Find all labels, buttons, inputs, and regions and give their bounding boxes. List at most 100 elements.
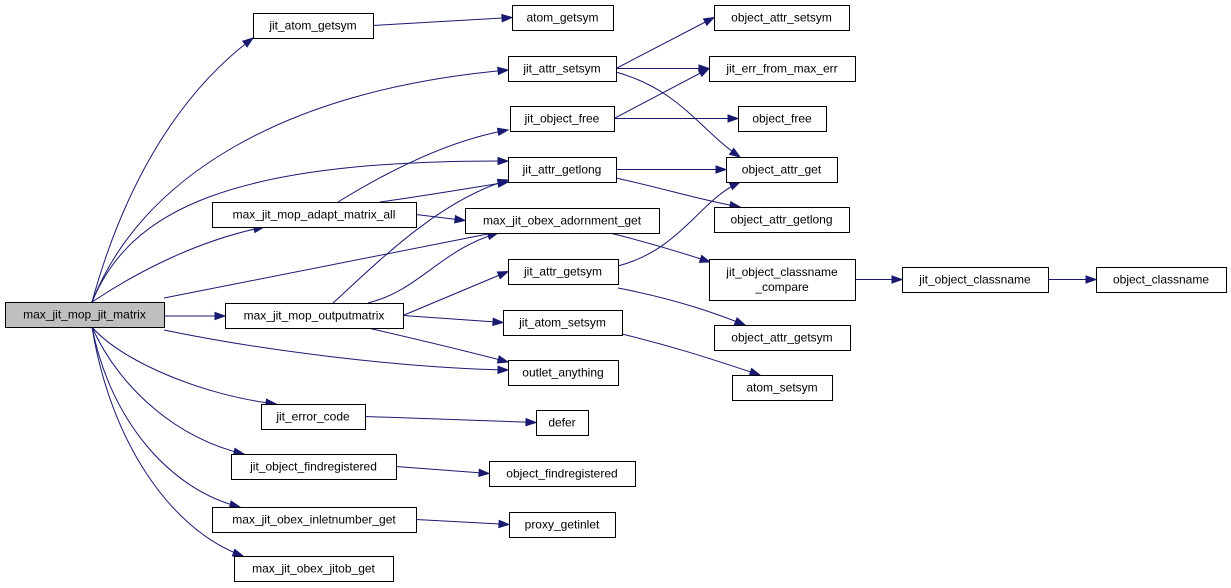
node-box[interactable] [231, 454, 397, 480]
node-box[interactable] [512, 5, 614, 31]
arrowhead-icon [496, 270, 510, 280]
node-box[interactable] [1096, 267, 1227, 293]
edge-jit_object_classname-to-object_classname [1048, 275, 1098, 284]
edge-line [91, 326, 241, 508]
node-box[interactable] [510, 106, 615, 132]
arrowhead-icon [498, 519, 511, 529]
arrowhead-icon [497, 156, 510, 166]
node-max_jit_obex_adornment_get[interactable]: max_jit_obex_adornment_get [465, 208, 660, 234]
node-jit_attr_getlong[interactable]: jit_attr_getlong [508, 157, 617, 183]
arrowhead-icon [728, 181, 742, 191]
node-label: jit_err_from_max_err [725, 62, 837, 76]
edge-line [402, 315, 504, 323]
arrowhead-icon [715, 165, 728, 174]
node-outlet_anything[interactable]: outlet_anything [508, 360, 619, 386]
node-defer[interactable]: defer [536, 410, 589, 436]
edge-max_jit_obex_inletnumber_get-to-proxy_getinlet [415, 519, 511, 529]
edge-max_jit_mop_adapt_matrix_all-to-jit_object_free [337, 127, 510, 203]
node-box[interactable] [503, 310, 623, 336]
arrowhead-icon [698, 254, 712, 263]
arrowhead-icon [478, 468, 491, 477]
node-box[interactable] [714, 325, 851, 351]
node-jit_object_findregistered[interactable]: jit_object_findregistered [231, 454, 397, 480]
node-atom_setsym[interactable]: atom_setsym [732, 375, 833, 401]
node-jit_atom_setsym[interactable]: jit_atom_setsym [503, 310, 623, 336]
node-box[interactable] [902, 267, 1049, 293]
arrowhead-icon [728, 147, 742, 158]
edge-jit_attr_getlong-to-object_attr_get [616, 165, 728, 174]
node-object_attr_getsym[interactable]: object_attr_getsym [714, 325, 851, 351]
arrowhead-icon [697, 67, 711, 78]
node-box[interactable] [709, 56, 856, 82]
node-jit_object_classname[interactable]: jit_object_classname [902, 267, 1049, 293]
edge-max_jit_mop_outputmatrix-to-jit_atom_setsym [402, 315, 505, 327]
node-object_classname[interactable]: object_classname [1096, 267, 1227, 293]
node-jit_attr_getsym[interactable]: jit_attr_getsym [508, 259, 619, 285]
arrowhead-icon [492, 317, 505, 327]
edge-line [617, 332, 761, 376]
arrowhead-icon [496, 127, 510, 136]
node-box[interactable] [732, 375, 833, 401]
node-box[interactable] [536, 410, 589, 436]
edge-jit_error_code-to-defer [364, 416, 538, 427]
node-label: jit_object_classname [918, 273, 1031, 287]
edge-line [91, 37, 254, 303]
edge-line [615, 177, 741, 208]
node-box[interactable] [261, 404, 366, 430]
node-box[interactable] [508, 56, 617, 82]
node-box[interactable] [508, 360, 619, 386]
node-label: jit_atom_setsym [518, 316, 606, 330]
node-box[interactable] [714, 207, 850, 233]
node-box[interactable] [234, 556, 394, 582]
node-object_attr_setsym[interactable]: object_attr_setsym [714, 5, 850, 31]
arrowhead-icon [241, 37, 255, 48]
node-jit_error_code[interactable]: jit_error_code [261, 404, 366, 430]
node-box[interactable] [508, 259, 619, 285]
node-max_jit_obex_jitob_get[interactable]: max_jit_obex_jitob_get [234, 556, 394, 582]
node-box[interactable] [508, 157, 617, 183]
node-max_jit_obex_inletnumber_get[interactable]: max_jit_obex_inletnumber_get [212, 507, 417, 533]
edge-line [367, 232, 499, 304]
node-box[interactable] [738, 106, 827, 132]
node-box[interactable] [253, 13, 374, 39]
node-box[interactable] [709, 259, 856, 301]
node-jit_object_classname_compare[interactable]: jit_object_classname_compare [709, 259, 856, 301]
edge-jit_attr_setsym-to-jit_err_from_max_err [616, 64, 711, 73]
edge-line [364, 416, 537, 423]
arrowhead-icon [497, 66, 510, 76]
node-label: jit_attr_setsym [522, 62, 600, 76]
edge-jit_attr_setsym-to-object_attr_setsym [615, 16, 716, 69]
node-object_findregistered[interactable]: object_findregistered [489, 461, 636, 487]
node-jit_object_free[interactable]: jit_object_free [510, 106, 615, 132]
node-object_free[interactable]: object_free [738, 106, 827, 132]
node-box[interactable] [714, 5, 850, 31]
node-box[interactable] [489, 461, 636, 487]
edge-line [91, 326, 245, 455]
edge-line [163, 329, 509, 371]
node-box[interactable] [465, 208, 660, 234]
node-max_jit_mop_jit_matrix[interactable]: max_jit_mop_jit_matrix [5, 302, 165, 328]
node-label: object_attr_getsym [731, 331, 832, 345]
edge-max_jit_mop_jit_matrix-to-jit_object_findregistered [91, 326, 246, 456]
arrowhead-icon [496, 355, 510, 364]
node-label: object_attr_getlong [730, 213, 832, 227]
node-object_attr_get[interactable]: object_attr_get [726, 157, 838, 183]
node-jit_atom_getsym[interactable]: jit_atom_getsym [253, 13, 374, 39]
node-box[interactable] [509, 512, 616, 538]
node-proxy_getinlet[interactable]: proxy_getinlet [509, 512, 616, 538]
node-atom_getsym[interactable]: atom_getsym [512, 5, 614, 31]
edge-line [372, 17, 513, 26]
node-object_attr_getlong[interactable]: object_attr_getlong [714, 207, 850, 233]
node-jit_attr_setsym[interactable]: jit_attr_setsym [508, 56, 617, 82]
node-jit_err_from_max_err[interactable]: jit_err_from_max_err [709, 56, 856, 82]
node-label: defer [548, 416, 575, 430]
node-box[interactable] [726, 157, 838, 183]
node-max_jit_mop_adapt_matrix_all[interactable]: max_jit_mop_adapt_matrix_all [212, 202, 417, 228]
edge-line [337, 129, 509, 203]
node-max_jit_mop_outputmatrix[interactable]: max_jit_mop_outputmatrix [225, 303, 404, 329]
node-box[interactable] [212, 507, 417, 533]
node-box[interactable] [5, 302, 165, 328]
node-box[interactable] [225, 303, 404, 329]
node-label: jit_object_free [524, 112, 600, 126]
node-box[interactable] [212, 202, 417, 228]
